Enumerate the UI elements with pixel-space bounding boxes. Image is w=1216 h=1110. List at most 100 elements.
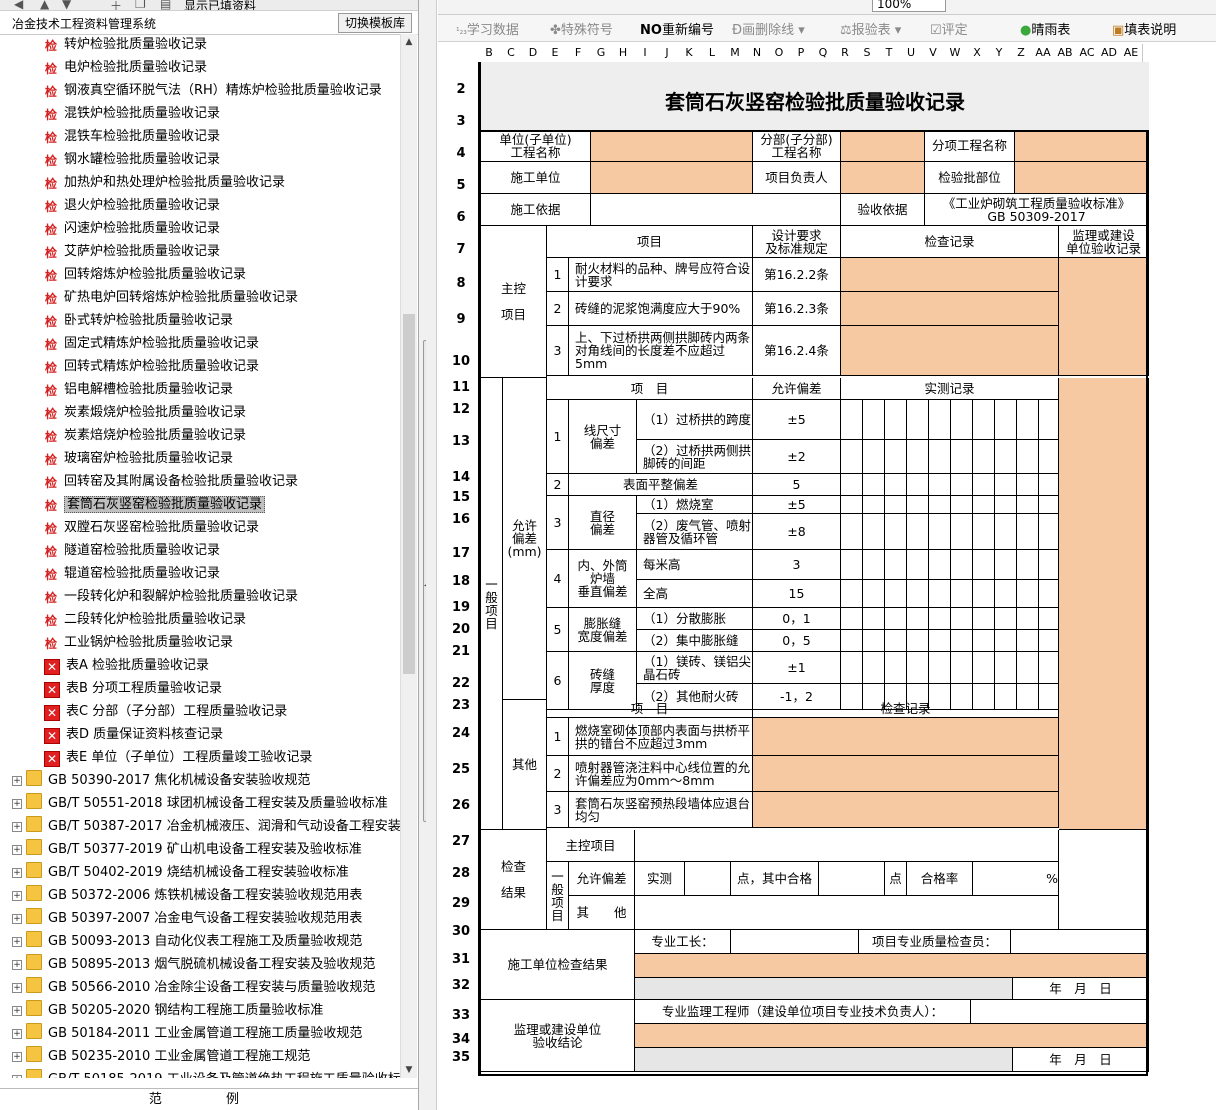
tree-item[interactable]: 检闪速炉检验批质量验收记录 <box>44 218 220 240</box>
measure-cell[interactable] <box>907 550 929 580</box>
measure-cell[interactable] <box>1039 652 1059 684</box>
measure-cell[interactable] <box>907 608 929 630</box>
expand-icon[interactable]: + <box>12 845 22 855</box>
row-label[interactable]: 19 <box>451 600 471 615</box>
row-label[interactable]: 2 <box>456 82 466 97</box>
measure-cell[interactable] <box>841 580 863 608</box>
measure-cell[interactable] <box>973 400 995 440</box>
main-row-check[interactable] <box>841 292 1059 326</box>
column-label[interactable]: O <box>768 44 791 62</box>
tree-folder[interactable]: +GB 50093-2013 自动化仪表工程施工及质量验收规范 <box>0 931 362 953</box>
measure-cell[interactable] <box>863 440 885 474</box>
measure-cell[interactable] <box>841 550 863 580</box>
measure-cell[interactable] <box>907 514 929 550</box>
legend-bar[interactable]: 范 例 <box>0 1088 418 1110</box>
tree-item-table[interactable]: ✕表B 分项工程质量验收记录 <box>44 678 222 700</box>
input-contractor[interactable] <box>591 162 753 194</box>
copy-icon[interactable]: ❐ <box>135 0 146 11</box>
row-label[interactable]: 32 <box>451 978 471 993</box>
learn-data-button[interactable]: ¹₂₃学习数据 <box>456 23 519 38</box>
tree-folder[interactable]: +GB/T 50185-2019 工业设备及管道绝热工程施工质量验收标 <box>0 1069 400 1078</box>
measure-cell[interactable] <box>1017 580 1039 608</box>
measure-cell[interactable] <box>929 496 951 514</box>
column-label[interactable]: I <box>634 44 657 62</box>
measure-cell[interactable] <box>973 474 995 496</box>
measure-cell[interactable] <box>885 400 907 440</box>
measure-cell[interactable] <box>907 440 929 474</box>
tree-item[interactable]: 检混铁车检验批质量验收记录 <box>44 126 220 148</box>
renumber-button[interactable]: NO重新编号 <box>640 23 714 38</box>
column-label[interactable]: AD <box>1098 44 1121 62</box>
column-label[interactable]: K <box>678 44 701 62</box>
measure-cell[interactable] <box>907 652 929 684</box>
supervisor-signature-area[interactable] <box>635 1048 1013 1072</box>
row-label[interactable]: 20 <box>451 622 471 637</box>
tree-folder[interactable]: +GB 50205-2020 钢结构工程施工质量验收标准 <box>0 1000 323 1022</box>
row-label[interactable]: 5 <box>456 178 466 193</box>
measure-cell[interactable] <box>973 684 995 710</box>
tree-item[interactable]: 检玻璃窑炉检验批质量验收记录 <box>44 448 233 470</box>
measure-cell[interactable] <box>885 514 907 550</box>
measure-cell[interactable] <box>995 580 1017 608</box>
measure-cell[interactable] <box>863 608 885 630</box>
tree-item-table[interactable]: ✕表C 分部（子分部）工程质量验收记录 <box>44 701 287 723</box>
row-label[interactable]: 8 <box>456 276 466 291</box>
measure-cell[interactable] <box>1017 608 1039 630</box>
result-other-input[interactable] <box>635 896 1059 930</box>
result-supervisor-input[interactable] <box>1059 830 1149 930</box>
tree-folder[interactable]: +GB 50235-2010 工业金属管道工程施工规范 <box>0 1046 310 1068</box>
measure-cell[interactable] <box>907 684 929 710</box>
column-label[interactable]: AC <box>1076 44 1099 62</box>
row-label[interactable]: 28 <box>451 866 471 881</box>
expand-icon[interactable]: + <box>12 937 22 947</box>
tree-item[interactable]: 检工业锅炉检验批质量验收记录 <box>44 632 233 654</box>
column-label[interactable]: P <box>790 44 813 62</box>
column-label[interactable]: E <box>544 44 567 62</box>
scroll-down-icon[interactable]: ▼ <box>405 1065 413 1075</box>
measure-cell[interactable] <box>885 496 907 514</box>
tree-folder[interactable]: +GB/T 50387-2017 冶金机械液压、润滑和气动设备工程安装 <box>0 816 400 838</box>
tree-item[interactable]: 检固定式精炼炉检验批质量验收记录 <box>44 333 259 355</box>
measure-cell[interactable] <box>863 684 885 710</box>
measure-cell[interactable] <box>929 630 951 652</box>
expand-icon[interactable]: + <box>12 822 22 832</box>
tree-scrollbar[interactable]: ▲ ▼ <box>400 34 417 1078</box>
measure-cell[interactable] <box>995 550 1017 580</box>
measure-cell[interactable] <box>973 550 995 580</box>
measure-cell[interactable] <box>973 652 995 684</box>
tree-folder[interactable]: +GB/T 50551-2018 球团机械设备工程安装及质量验收标准 <box>0 793 388 815</box>
tree-item[interactable]: 检辊道窑检验批质量验收记录 <box>44 563 220 585</box>
measure-cell[interactable] <box>863 400 885 440</box>
measure-cell[interactable] <box>1039 514 1059 550</box>
column-label[interactable]: L <box>700 44 725 62</box>
measure-cell[interactable] <box>1039 496 1059 514</box>
supervisor-engineer-input[interactable] <box>971 1000 1149 1024</box>
measure-cell[interactable] <box>951 400 973 440</box>
measure-cell[interactable] <box>885 684 907 710</box>
switch-template-button[interactable]: 切换模板库 <box>337 13 412 33</box>
measure-cell[interactable] <box>1017 496 1039 514</box>
tree-item[interactable]: 检二段转化炉检验批质量验收记录 <box>44 609 246 631</box>
measure-cell[interactable] <box>951 608 973 630</box>
measure-cell[interactable] <box>885 440 907 474</box>
expand-icon[interactable]: + <box>12 1029 22 1039</box>
tree-item[interactable]: 检回转熔炼炉检验批质量验收记录 <box>44 264 246 286</box>
tree-item-table[interactable]: ✕表D 质量保证资料核查记录 <box>44 724 223 746</box>
column-label[interactable]: G <box>590 44 613 62</box>
tree-folder[interactable]: +GB 50390-2017 焦化机械设备安装验收规范 <box>0 770 310 792</box>
measure-cell[interactable] <box>1017 400 1039 440</box>
measure-cell[interactable] <box>1017 474 1039 496</box>
measure-cell[interactable] <box>929 514 951 550</box>
measure-cell[interactable] <box>951 684 973 710</box>
measure-cell[interactable] <box>951 474 973 496</box>
measure-cell[interactable] <box>995 514 1017 550</box>
measure-cell[interactable] <box>1039 440 1059 474</box>
measure-cell[interactable] <box>995 440 1017 474</box>
tree-item[interactable]: 检艾萨炉检验批质量验收记录 <box>44 241 220 263</box>
tree-folder[interactable]: +GB 50372-2006 炼铁机械设备工程安装验收规范用表 <box>0 885 362 907</box>
arrow-down-icon[interactable]: ▼ <box>62 0 72 11</box>
supervisor-main-input[interactable] <box>1059 258 1149 376</box>
back-icon[interactable]: ◀ <box>14 0 24 11</box>
tree-item[interactable]: 检炭素焙烧炉检验批质量验收记录 <box>44 425 246 447</box>
measure-cell[interactable] <box>995 652 1017 684</box>
